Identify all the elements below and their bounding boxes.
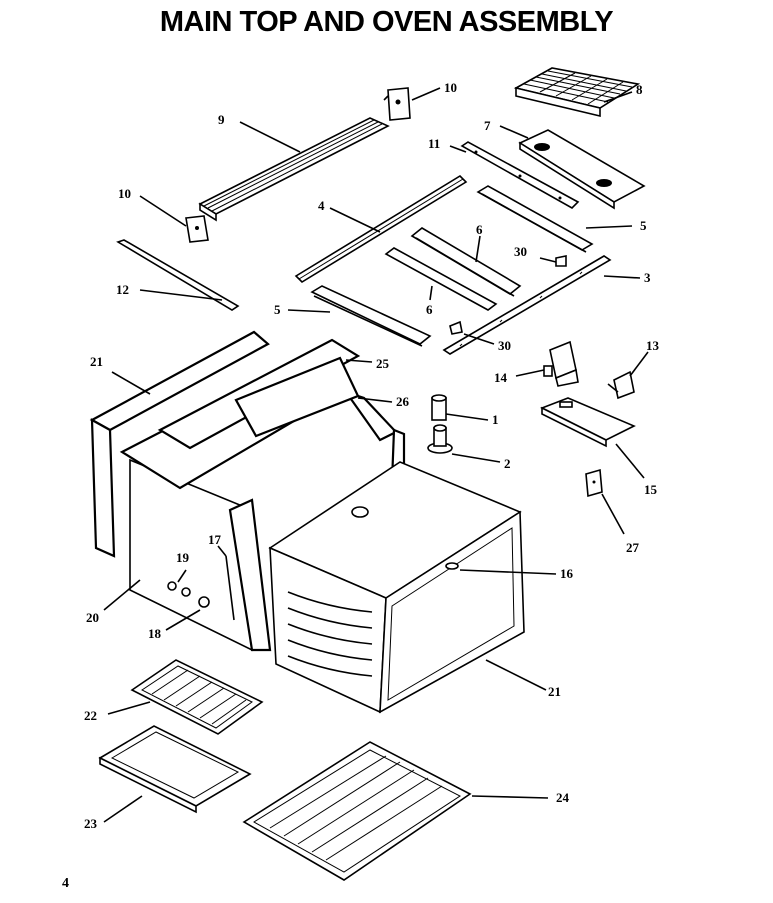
- callout-1: 1: [492, 412, 499, 427]
- part-13-strip: [116, 239, 240, 311]
- callout-21-label: 21: [548, 684, 561, 699]
- callout-14: 13: [646, 338, 660, 353]
- part-8-grate: [513, 67, 641, 118]
- callout-4: 4: [318, 198, 325, 213]
- callout-15: 14: [494, 370, 508, 385]
- part-30-clip-a: [555, 255, 567, 267]
- callout-28: 26: [396, 394, 410, 409]
- callout-16: 15: [644, 482, 658, 497]
- callout-19: 18: [148, 626, 162, 641]
- part-1-orifice: [431, 394, 447, 421]
- part-28-insulation-strip: [234, 356, 360, 438]
- callout-29: 27: [626, 540, 640, 555]
- callout-13: 12: [116, 282, 129, 297]
- callout-24: 22: [84, 708, 97, 723]
- part-5-channel-upper: [476, 185, 594, 253]
- part-24-broiler-grid: [130, 659, 264, 735]
- callout-10-label: 10: [118, 186, 131, 201]
- part-19-nut: [198, 596, 210, 608]
- part-22-insulation-body: [129, 458, 253, 652]
- part-14-bracket: [607, 370, 635, 400]
- part-15-box: [543, 340, 579, 387]
- part-12-rail: [460, 141, 580, 209]
- part-16-tray: [540, 397, 636, 448]
- part-4-rail: [294, 174, 468, 284]
- diagram-title: MAIN TOP AND OVEN ASSEMBLY: [159, 6, 614, 38]
- callout-30-upper: 30: [514, 244, 527, 259]
- callout-5-lower: 5: [274, 302, 281, 317]
- part-11-top-panel: [198, 117, 390, 222]
- callout-18: 17: [208, 532, 222, 547]
- part-2-burner-base: [427, 424, 453, 454]
- callout-20: 19: [176, 550, 190, 565]
- part-6-channel-b: [384, 247, 498, 311]
- part-26-oven-rack: [242, 741, 472, 881]
- part-20-fittings: [167, 581, 191, 597]
- part-30-clip-b: [449, 320, 463, 335]
- callout-25: 23: [84, 816, 98, 831]
- callout-22: 20: [86, 610, 99, 625]
- part-21-oven-liner: [268, 461, 525, 714]
- part-5-channel-lower: [310, 285, 432, 347]
- part-18-rod: [225, 555, 235, 621]
- callout-8: 8: [636, 82, 643, 97]
- part-29-bracket: [585, 468, 603, 498]
- part-6-channel-a: [410, 227, 522, 297]
- callout-labels: 10 8 7 9 11 8 10 4 5 6 30 3 12 6 5 30 13…: [84, 80, 660, 831]
- callout-9: 10: [444, 80, 457, 95]
- callout-17: 16: [560, 566, 574, 581]
- part-3-rail: [442, 255, 612, 355]
- callout-3: 3: [644, 270, 651, 285]
- callout-2: 2: [504, 456, 511, 471]
- part-9-bracket: [383, 87, 411, 121]
- callout-23: 21: [90, 354, 103, 369]
- callout-6-lower: 6: [426, 302, 433, 317]
- callout-27: 25: [376, 356, 390, 371]
- callout-12: 11: [428, 136, 440, 151]
- page-number: 4: [62, 876, 69, 891]
- callout-5-upper: 5: [640, 218, 647, 233]
- callout-6-upper: 6: [476, 222, 483, 237]
- part-25-broiler-pan: [98, 725, 252, 814]
- part-10-bracket: [185, 215, 209, 243]
- part-7-plate: [518, 129, 646, 210]
- callout-7: 7: [484, 118, 491, 133]
- callout-11: 9: [218, 112, 225, 127]
- leader-lines: [103, 87, 649, 823]
- callout-30-lower: 30: [498, 338, 511, 353]
- callout-26: 24: [556, 790, 570, 805]
